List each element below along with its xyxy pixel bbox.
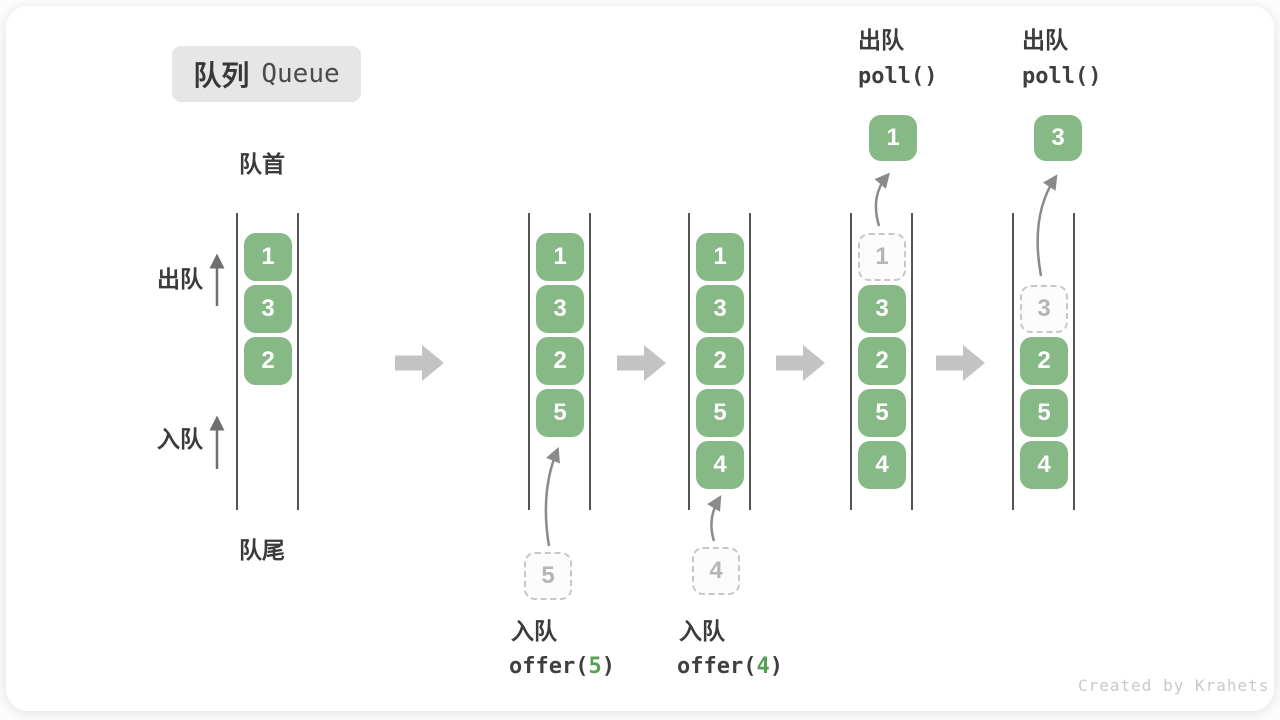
dequeued-ghost-cell: 1: [858, 233, 906, 281]
enqueue-op-label: 入队: [511, 618, 557, 644]
code-arg: 4: [756, 654, 770, 679]
queue-wall: [749, 213, 751, 510]
step-arrow-icon: [395, 345, 444, 381]
queue-front-label: 队首: [239, 151, 285, 177]
queue-cell: 2: [1020, 337, 1068, 385]
queue-cell: 3: [244, 285, 292, 333]
step-arrow-icon: [776, 345, 825, 381]
queue-cell: 2: [536, 337, 584, 385]
dequeued-cell: 3: [1034, 115, 1082, 161]
queue-wall: [528, 213, 530, 510]
queue-wall: [850, 213, 852, 510]
code-close: ): [601, 654, 615, 679]
queue-cell: 5: [536, 389, 584, 437]
title-zh: 队列: [193, 60, 250, 91]
queue-wall: [589, 213, 591, 510]
queue-wall: [236, 213, 238, 510]
code-fn: offer(: [509, 654, 589, 679]
enqueue-side-label: 入队: [157, 426, 203, 452]
enqueue-op-label: 入队: [679, 618, 725, 644]
watermark: Created by Krahets: [1078, 676, 1270, 695]
queue-wall: [911, 213, 913, 510]
dequeue-op-label: 出队: [1022, 27, 1068, 53]
queue-cell: 2: [244, 337, 292, 385]
queue-cell: 1: [536, 233, 584, 281]
dequeue-op-code: poll(): [858, 64, 938, 89]
queue-cell: 2: [858, 337, 906, 385]
dequeue-op-label: 出队: [858, 27, 904, 53]
dequeued-cell: 1: [869, 115, 917, 161]
queue-cell: 1: [696, 233, 744, 281]
queue-cell: 5: [858, 389, 906, 437]
dequeue-op-code: poll(): [1022, 64, 1102, 89]
incoming-cell: 5: [524, 552, 572, 600]
code-fn: offer(: [677, 654, 757, 679]
code-close: ): [769, 654, 783, 679]
queue-cell: 4: [696, 441, 744, 489]
step-arrow-icon: [617, 345, 666, 381]
queue-cell: 4: [1020, 441, 1068, 489]
step-arrow-icon: [936, 345, 985, 381]
queue-wall: [297, 213, 299, 510]
enqueue-op-code: offer(5): [509, 654, 615, 679]
queue-cell: 3: [858, 285, 906, 333]
title-en: Queue: [261, 59, 340, 89]
queue-cell: 3: [696, 285, 744, 333]
queue-wall: [1012, 213, 1014, 510]
enqueue-op-code: offer(4): [677, 654, 783, 679]
queue-cell: 5: [696, 389, 744, 437]
queue-wall: [688, 213, 690, 510]
queue-cell: 5: [1020, 389, 1068, 437]
dequeue-side-label: 出队: [157, 266, 203, 292]
queue-cell: 4: [858, 441, 906, 489]
queue-wall: [1073, 213, 1075, 510]
title-badge: 队列 Queue: [172, 46, 361, 102]
incoming-cell: 4: [692, 547, 740, 595]
code-arg: 5: [588, 654, 602, 679]
queue-cell: 2: [696, 337, 744, 385]
queue-cell: 3: [536, 285, 584, 333]
queue-cell: 1: [244, 233, 292, 281]
queue-rear-label: 队尾: [239, 537, 285, 563]
dequeued-ghost-cell: 3: [1020, 285, 1068, 333]
